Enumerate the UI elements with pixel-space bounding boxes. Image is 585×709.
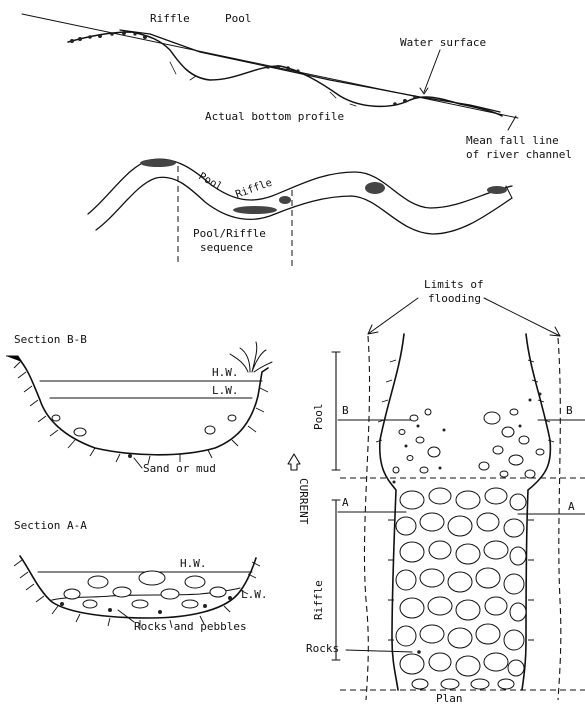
section-aa: Section A-A H.W. L.W. Rocks and pebbles — [14, 519, 268, 633]
section-bb-pebble — [228, 415, 236, 421]
mean-fall-line-label-2: of river channel — [466, 148, 572, 161]
plan-b-right-label: B — [566, 404, 573, 417]
flood-limit-line-left — [364, 336, 369, 700]
plan-caption: Plan — [436, 692, 463, 704]
pool-riffle-sequence-label-1: Pool/Riffle — [193, 227, 266, 240]
flood-limit-line-right — [558, 338, 561, 700]
actual-bottom-profile-label: Actual bottom profile — [205, 110, 344, 123]
section-bb-pebble — [52, 415, 60, 421]
water-surface-label: Water surface — [400, 36, 486, 49]
plan-riffle-label: Riffle — [312, 580, 325, 620]
section-bb-pebble — [205, 426, 215, 434]
section-aa-bed-label: Rocks and pebbles — [134, 620, 247, 633]
limits-of-flooding-label-2: flooding — [428, 292, 481, 305]
section-bb-bed-leader — [134, 458, 142, 468]
plan-view: Limits of flooding — [288, 278, 585, 704]
rocks-leader — [346, 650, 412, 652]
limits-of-flooding-label-1: Limits of — [424, 278, 484, 291]
section-aa-bed-leader — [118, 610, 134, 622]
plan-pool-label: Pool — [312, 404, 325, 431]
section-bb-pebble — [128, 454, 132, 458]
pool-riffle-sequence-label-2: sequence — [200, 241, 253, 254]
flood-limit-arrow-left — [368, 298, 418, 334]
section-aa-lw-label: L.W. — [241, 588, 268, 601]
section-bb-hw-label: H.W. — [212, 366, 239, 379]
riffle-rocks — [396, 488, 526, 689]
section-bb-pebble — [74, 428, 86, 436]
pool-gravel — [393, 393, 545, 484]
section-aa-hw-label: H.W. — [180, 557, 207, 570]
section-aa-rocks — [52, 571, 240, 614]
plan-bank-right — [522, 334, 550, 690]
longitudinal-profile: Riffle Pool Water surface Actual bottom … — [22, 12, 572, 161]
profile-gravel — [70, 31, 417, 106]
current-label: CURRENT — [297, 478, 310, 525]
meander-pool-label: Pool — [197, 170, 225, 193]
meander-bank-left — [88, 159, 512, 214]
section-bb-lw-label: L.W. — [212, 384, 239, 397]
pool-label: Pool — [225, 12, 252, 25]
plan-b-left-label: B — [342, 404, 349, 417]
flood-limit-arrow-right — [484, 298, 560, 336]
fall-line-leader — [508, 116, 516, 130]
section-bb-title: Section B-B — [14, 333, 87, 346]
mean-fall-line-label-1: Mean fall line — [466, 134, 559, 147]
section-bb-bed-label: Sand or mud — [143, 462, 216, 475]
mean-fall-line — [22, 14, 518, 118]
riffle-label: Riffle — [150, 12, 190, 25]
current-arrow-icon — [288, 454, 300, 470]
water-surface-leader — [424, 50, 440, 92]
section-aa-title: Section A-A — [14, 519, 87, 532]
plan-a-right-label: A — [568, 500, 575, 513]
plan-a-left-label: A — [342, 496, 349, 509]
rocks-label: Rocks — [306, 642, 339, 655]
section-bb: Section B-B H.W. L.W. Sand or mud — [6, 333, 272, 475]
meander-planform: Pool Riffle Pool/Riffle sequence — [88, 159, 512, 266]
